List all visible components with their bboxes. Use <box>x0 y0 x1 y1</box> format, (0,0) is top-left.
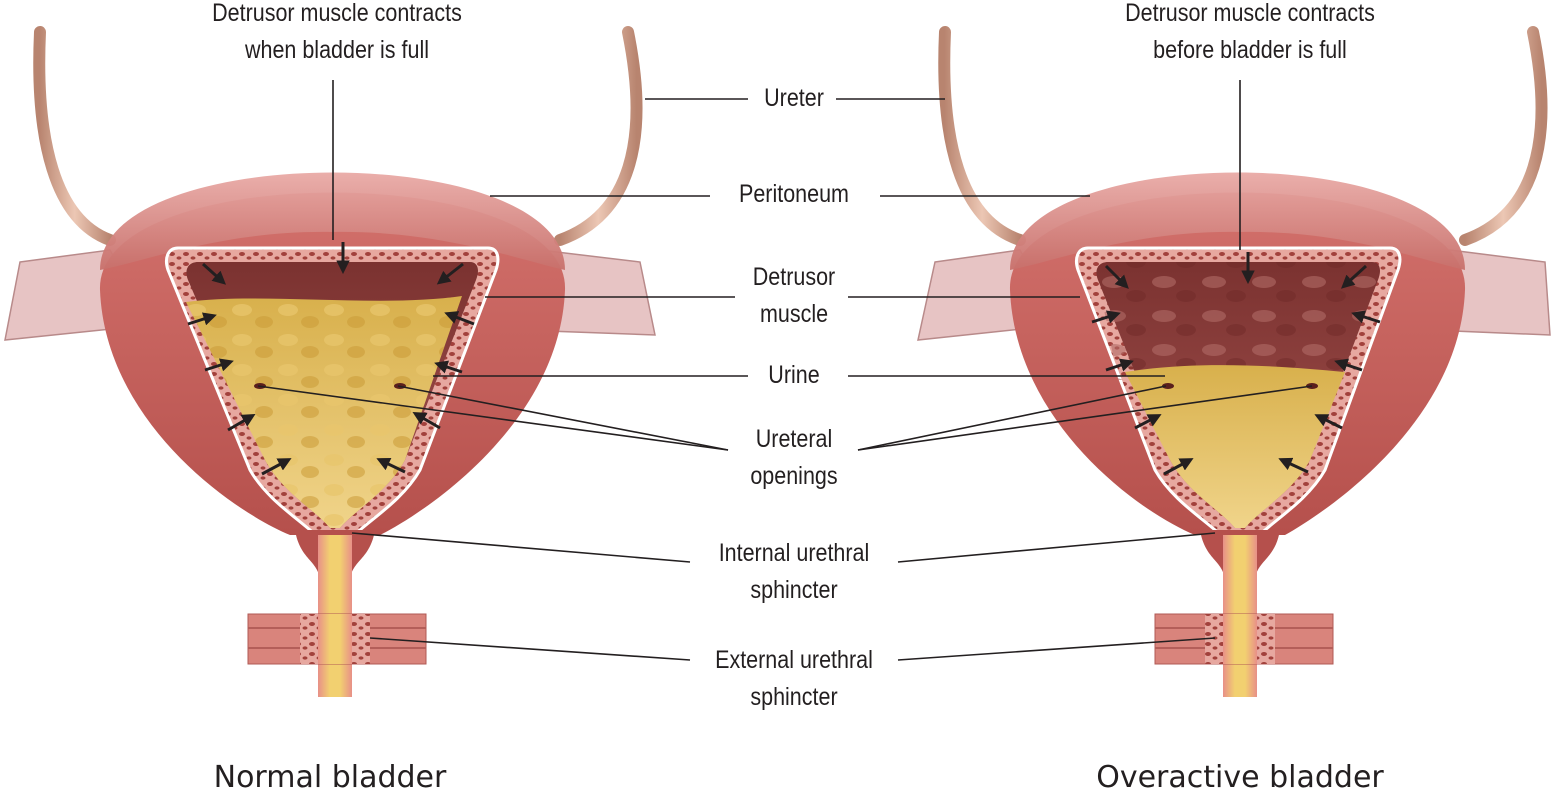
title-overactive-bladder: Overactive bladder <box>1096 760 1384 795</box>
label-line: sphincter <box>750 576 838 604</box>
label-line: Internal urethral <box>718 539 870 567</box>
label-line: Ureteral <box>755 425 833 453</box>
overactive-bladder-illustration <box>917 26 1551 697</box>
label-overactive-contraction: Detrusor muscle contracts before bladder… <box>1104 0 1396 69</box>
leader-lines <box>257 80 1313 661</box>
label-peritoneum: Peritoneum <box>739 180 849 208</box>
label-external-urethral-sphincter: External urethral sphincter <box>682 642 906 716</box>
label-line: External urethral <box>715 646 873 674</box>
title-normal-bladder: Normal bladder <box>213 760 447 795</box>
label-detrusor-muscle: Detrusor muscle <box>708 259 880 333</box>
label-internal-urethral-sphincter: Internal urethral sphincter <box>682 535 906 609</box>
right-ureter-tube <box>1459 26 1548 246</box>
label-line: muscle <box>759 300 829 328</box>
peritoneum-dome <box>1010 172 1465 270</box>
left-ureter-tube <box>33 26 116 246</box>
contraction-arrows-normal <box>187 242 475 476</box>
label-ureter: Ureter <box>764 84 824 112</box>
label-line: before bladder is full <box>1153 36 1347 64</box>
lumen-texture <box>1096 262 1380 380</box>
label-line: openings <box>750 462 838 490</box>
urine-texture <box>186 296 462 528</box>
right-ureter-tube <box>554 26 643 246</box>
left-ureter-tube <box>938 26 1026 246</box>
label-line: Detrusor muscle contracts <box>1125 0 1375 27</box>
normal-bladder-illustration <box>4 26 656 697</box>
contraction-arrows-overactive <box>1091 252 1381 476</box>
label-normal-contraction: Detrusor muscle contracts when bladder i… <box>191 0 483 69</box>
urine-fill <box>1125 365 1345 528</box>
label-line: sphincter <box>750 683 838 711</box>
ureteral-opening-left <box>1162 383 1174 389</box>
label-line: Detrusor muscle contracts <box>212 0 462 27</box>
label-line: Detrusor <box>752 263 836 291</box>
label-ureteral-openings: Ureteral openings <box>708 421 880 495</box>
label-urine: Urine <box>768 361 820 389</box>
label-line: when bladder is full <box>244 36 430 64</box>
